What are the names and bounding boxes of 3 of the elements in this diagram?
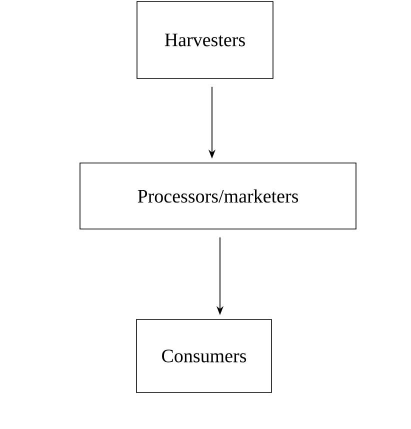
process-box: Harvesters — [136, 1, 274, 79]
process-box: Consumers — [136, 319, 272, 393]
process-box: Processors/marketers — [80, 162, 356, 230]
